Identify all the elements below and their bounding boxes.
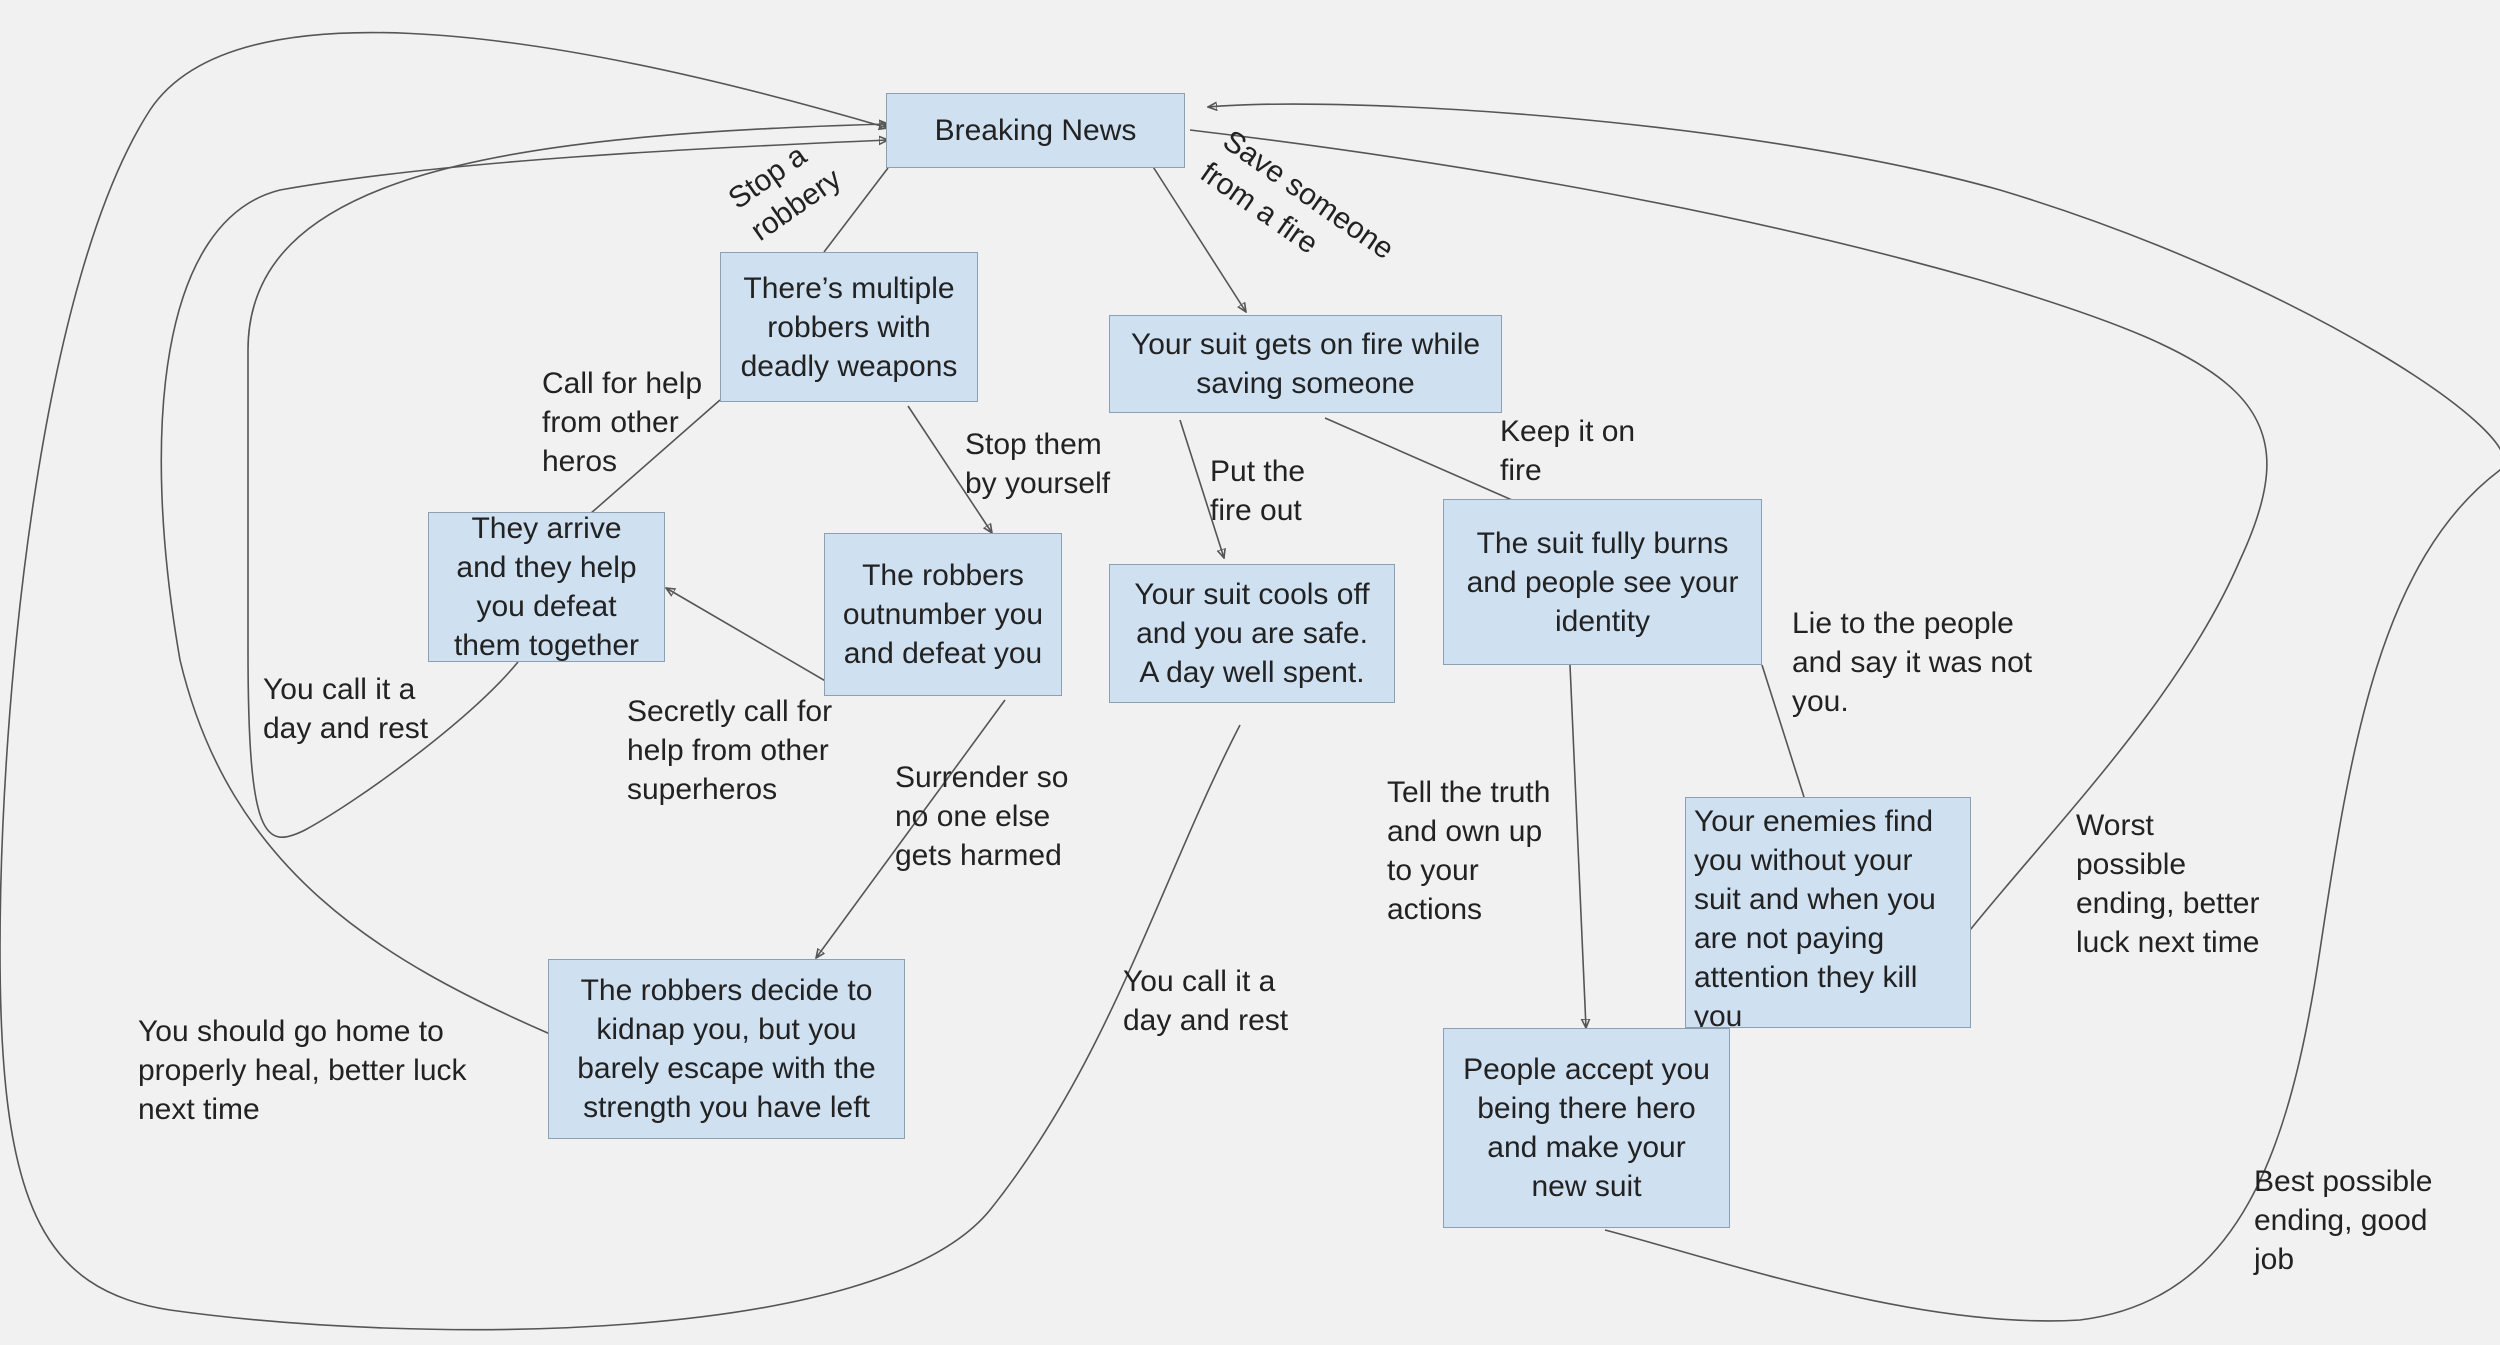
loop-accept-to-news <box>1208 104 2500 1322</box>
node-robbers-outnumber: The robbers outnumber you and defeat you <box>824 533 1062 696</box>
edge-burns-to-accept <box>1569 664 1586 1028</box>
loop-kidnap-to-news <box>160 140 888 1035</box>
node-people-accept: People accept you being there hero and m… <box>1443 1028 1730 1228</box>
node-enemies-find: Your enemies find you without your suit … <box>1685 797 1971 1028</box>
label-keep-on: Keep it on fire <box>1500 415 1636 487</box>
node-suit-on-fire: Your suit gets on fire while saving some… <box>1109 315 1502 413</box>
label-put-out: Put the fire out <box>1210 455 1306 527</box>
loop-heroes-to-news <box>247 124 888 838</box>
node-kidnap: The robbers decide to kidnap you, but yo… <box>548 959 905 1139</box>
edge-news-to-robbers <box>823 167 889 253</box>
label-call-day-1: You call it a day and rest <box>263 673 429 745</box>
node-suit-cools: Your suit cools off and you are safe. A … <box>1109 564 1395 703</box>
edge-burns-to-enemies <box>1761 664 1805 798</box>
node-suit-burns: The suit fully burns and people see your… <box>1443 499 1762 665</box>
edge-outnumber-to-heroes <box>666 588 847 694</box>
node-breaking-news: Breaking News <box>886 93 1185 168</box>
label-stop-yourself: Stop them by yourself <box>965 428 1111 500</box>
loop-cools-to-news <box>0 31 1241 1331</box>
label-surrender: Surrender so no one else gets harmed <box>895 761 1069 872</box>
edge-news-to-fire <box>1149 161 1246 312</box>
node-multiple-robbers: There’s multiple robbers with deadly wea… <box>720 252 978 402</box>
edge-robbers-to-heroes <box>589 399 721 515</box>
label-call-day-2: You call it a day and rest <box>1123 965 1289 1037</box>
label-worst: Worst possible ending, better luck next … <box>2076 809 2260 959</box>
label-tell-truth: Tell the truth and own up to your action… <box>1387 776 1551 926</box>
node-heroes-arrive: They arrive and they help you defeat the… <box>428 512 665 662</box>
edge-robbers-to-outnumber <box>907 405 992 533</box>
edge-outnumber-to-kidnap <box>816 699 1006 958</box>
edge-fire-to-burns <box>1324 417 1513 501</box>
label-go-home: You should go home to properly heal, bet… <box>138 1015 467 1126</box>
label-secretly-call: Secretly call for help from other superh… <box>627 695 833 806</box>
label-best: Best possible ending, good job <box>2254 1165 2433 1276</box>
label-call-help: Call for help from other heros <box>542 367 703 478</box>
label-lie: Lie to the people and say it was not you… <box>1792 607 2033 718</box>
loop-enemies-to-news <box>1189 129 2268 936</box>
edge-fire-to-cools <box>1179 419 1224 558</box>
